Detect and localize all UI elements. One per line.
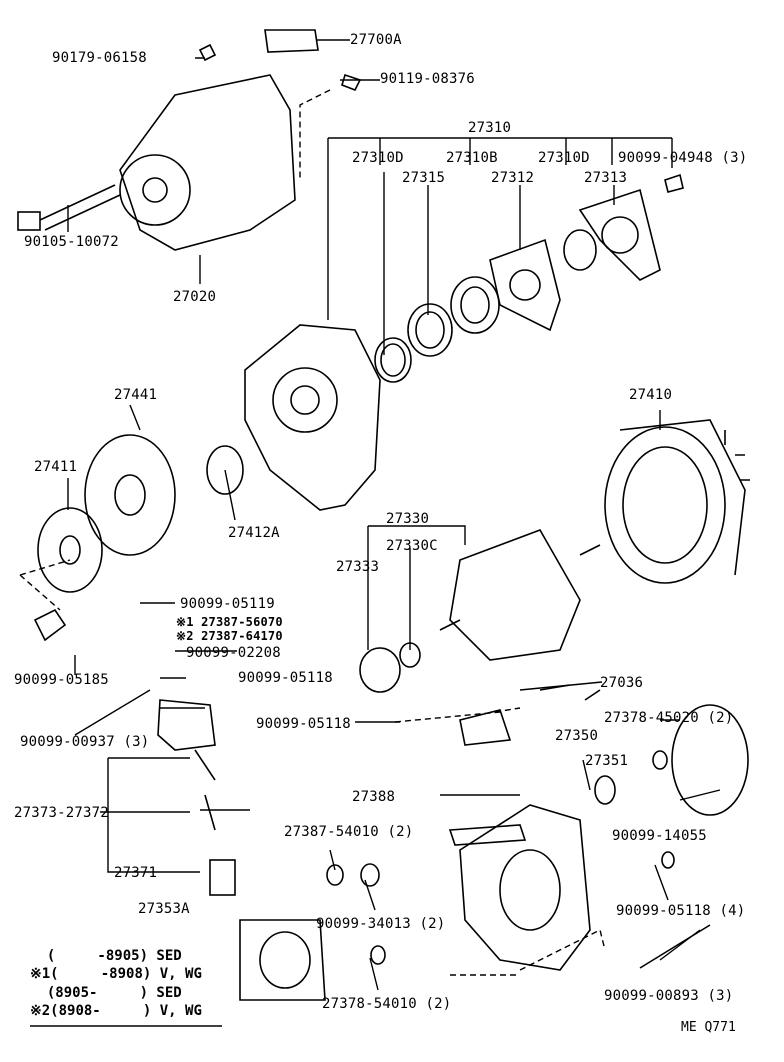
label-27351: 27351: [585, 753, 629, 769]
label-27313: 27313: [584, 170, 628, 186]
label-27441: 27441: [114, 387, 158, 403]
label-90099-05185: 90099-05185: [14, 672, 109, 688]
label-90105-10072: 90105-10072: [24, 234, 119, 250]
figure-code: ME Q771: [681, 1020, 736, 1035]
label-27333: 27333: [336, 559, 380, 575]
label-27315: 27315: [402, 170, 446, 186]
label-90099-02208: 90099-02208: [186, 645, 281, 661]
label-27310d-b: 27310D: [538, 150, 590, 166]
legend-row-3: (8905- ) SED: [30, 985, 182, 1001]
label-90099-34013: 90099-34013 (2): [316, 916, 446, 932]
bracket-27373: [100, 757, 200, 873]
bracket-27310: [327, 137, 673, 320]
label-27310b: 27310B: [446, 150, 498, 166]
rotor-drawing: [359, 529, 601, 693]
label-27036: 27036: [600, 675, 644, 691]
label-27020: 27020: [173, 289, 217, 305]
label-90099-05118-b: 90099-05118: [256, 716, 351, 732]
bracket-27330: [367, 525, 466, 650]
bearing-parts-drawing: [374, 173, 684, 383]
label-alt2-27387-64170: ※2 27387-64170: [176, 629, 283, 643]
label-27378-45020: 27378-45020 (2): [604, 710, 734, 726]
label-alt1-27387-56070: ※1 27387-56070: [176, 615, 283, 629]
label-90099-05118-a: 90099-05118: [238, 670, 333, 686]
label-90099-00937: 90099-00937 (3): [20, 734, 150, 750]
label-27411: 27411: [34, 459, 78, 475]
label-90179-06158: 90179-06158: [52, 50, 147, 66]
label-27387-54010: 27387-54010 (2): [284, 824, 414, 840]
alternator-assembly-drawing: [17, 29, 362, 251]
rear-frame-drawing: [326, 704, 749, 971]
legend-row-4: ※2(8908- ) V, WG: [30, 1003, 202, 1019]
label-90099-05119: 90099-05119: [180, 596, 275, 612]
label-27330: 27330: [386, 511, 430, 527]
label-27412a: 27412A: [228, 525, 280, 541]
regulator-drawing: [157, 684, 601, 1001]
label-27388: 27388: [352, 789, 396, 805]
label-27373-27372: 27373-27372: [14, 805, 109, 821]
label-27378-54010: 27378-54010 (2): [322, 996, 452, 1012]
label-27410: 27410: [629, 387, 673, 403]
stator-drawing: [604, 419, 750, 584]
label-27310: 27310: [468, 120, 512, 136]
label-27350: 27350: [555, 728, 599, 744]
label-27700a: 27700A: [350, 32, 402, 48]
label-27353a: 27353A: [138, 901, 190, 917]
label-90099-04948: 90099-04948 (3): [618, 150, 748, 166]
label-27371: 27371: [114, 865, 158, 881]
drive-end-frame-drawing: [244, 324, 381, 511]
label-90099-14055: 90099-14055: [612, 828, 707, 844]
legend-row-1: ( -8905) SED: [30, 948, 182, 964]
legend-row-2: ※1( -8908) V, WG: [30, 966, 202, 982]
label-27312: 27312: [491, 170, 535, 186]
label-90099-05118-c: 90099-05118 (4): [616, 903, 746, 919]
label-90099-00893: 90099-00893 (3): [604, 988, 734, 1004]
label-90119-08376: 90119-08376: [380, 71, 475, 87]
label-27330c: 27330C: [386, 538, 438, 554]
label-27310d-a: 27310D: [352, 150, 404, 166]
fan-pulley-drawing: [33, 434, 244, 642]
